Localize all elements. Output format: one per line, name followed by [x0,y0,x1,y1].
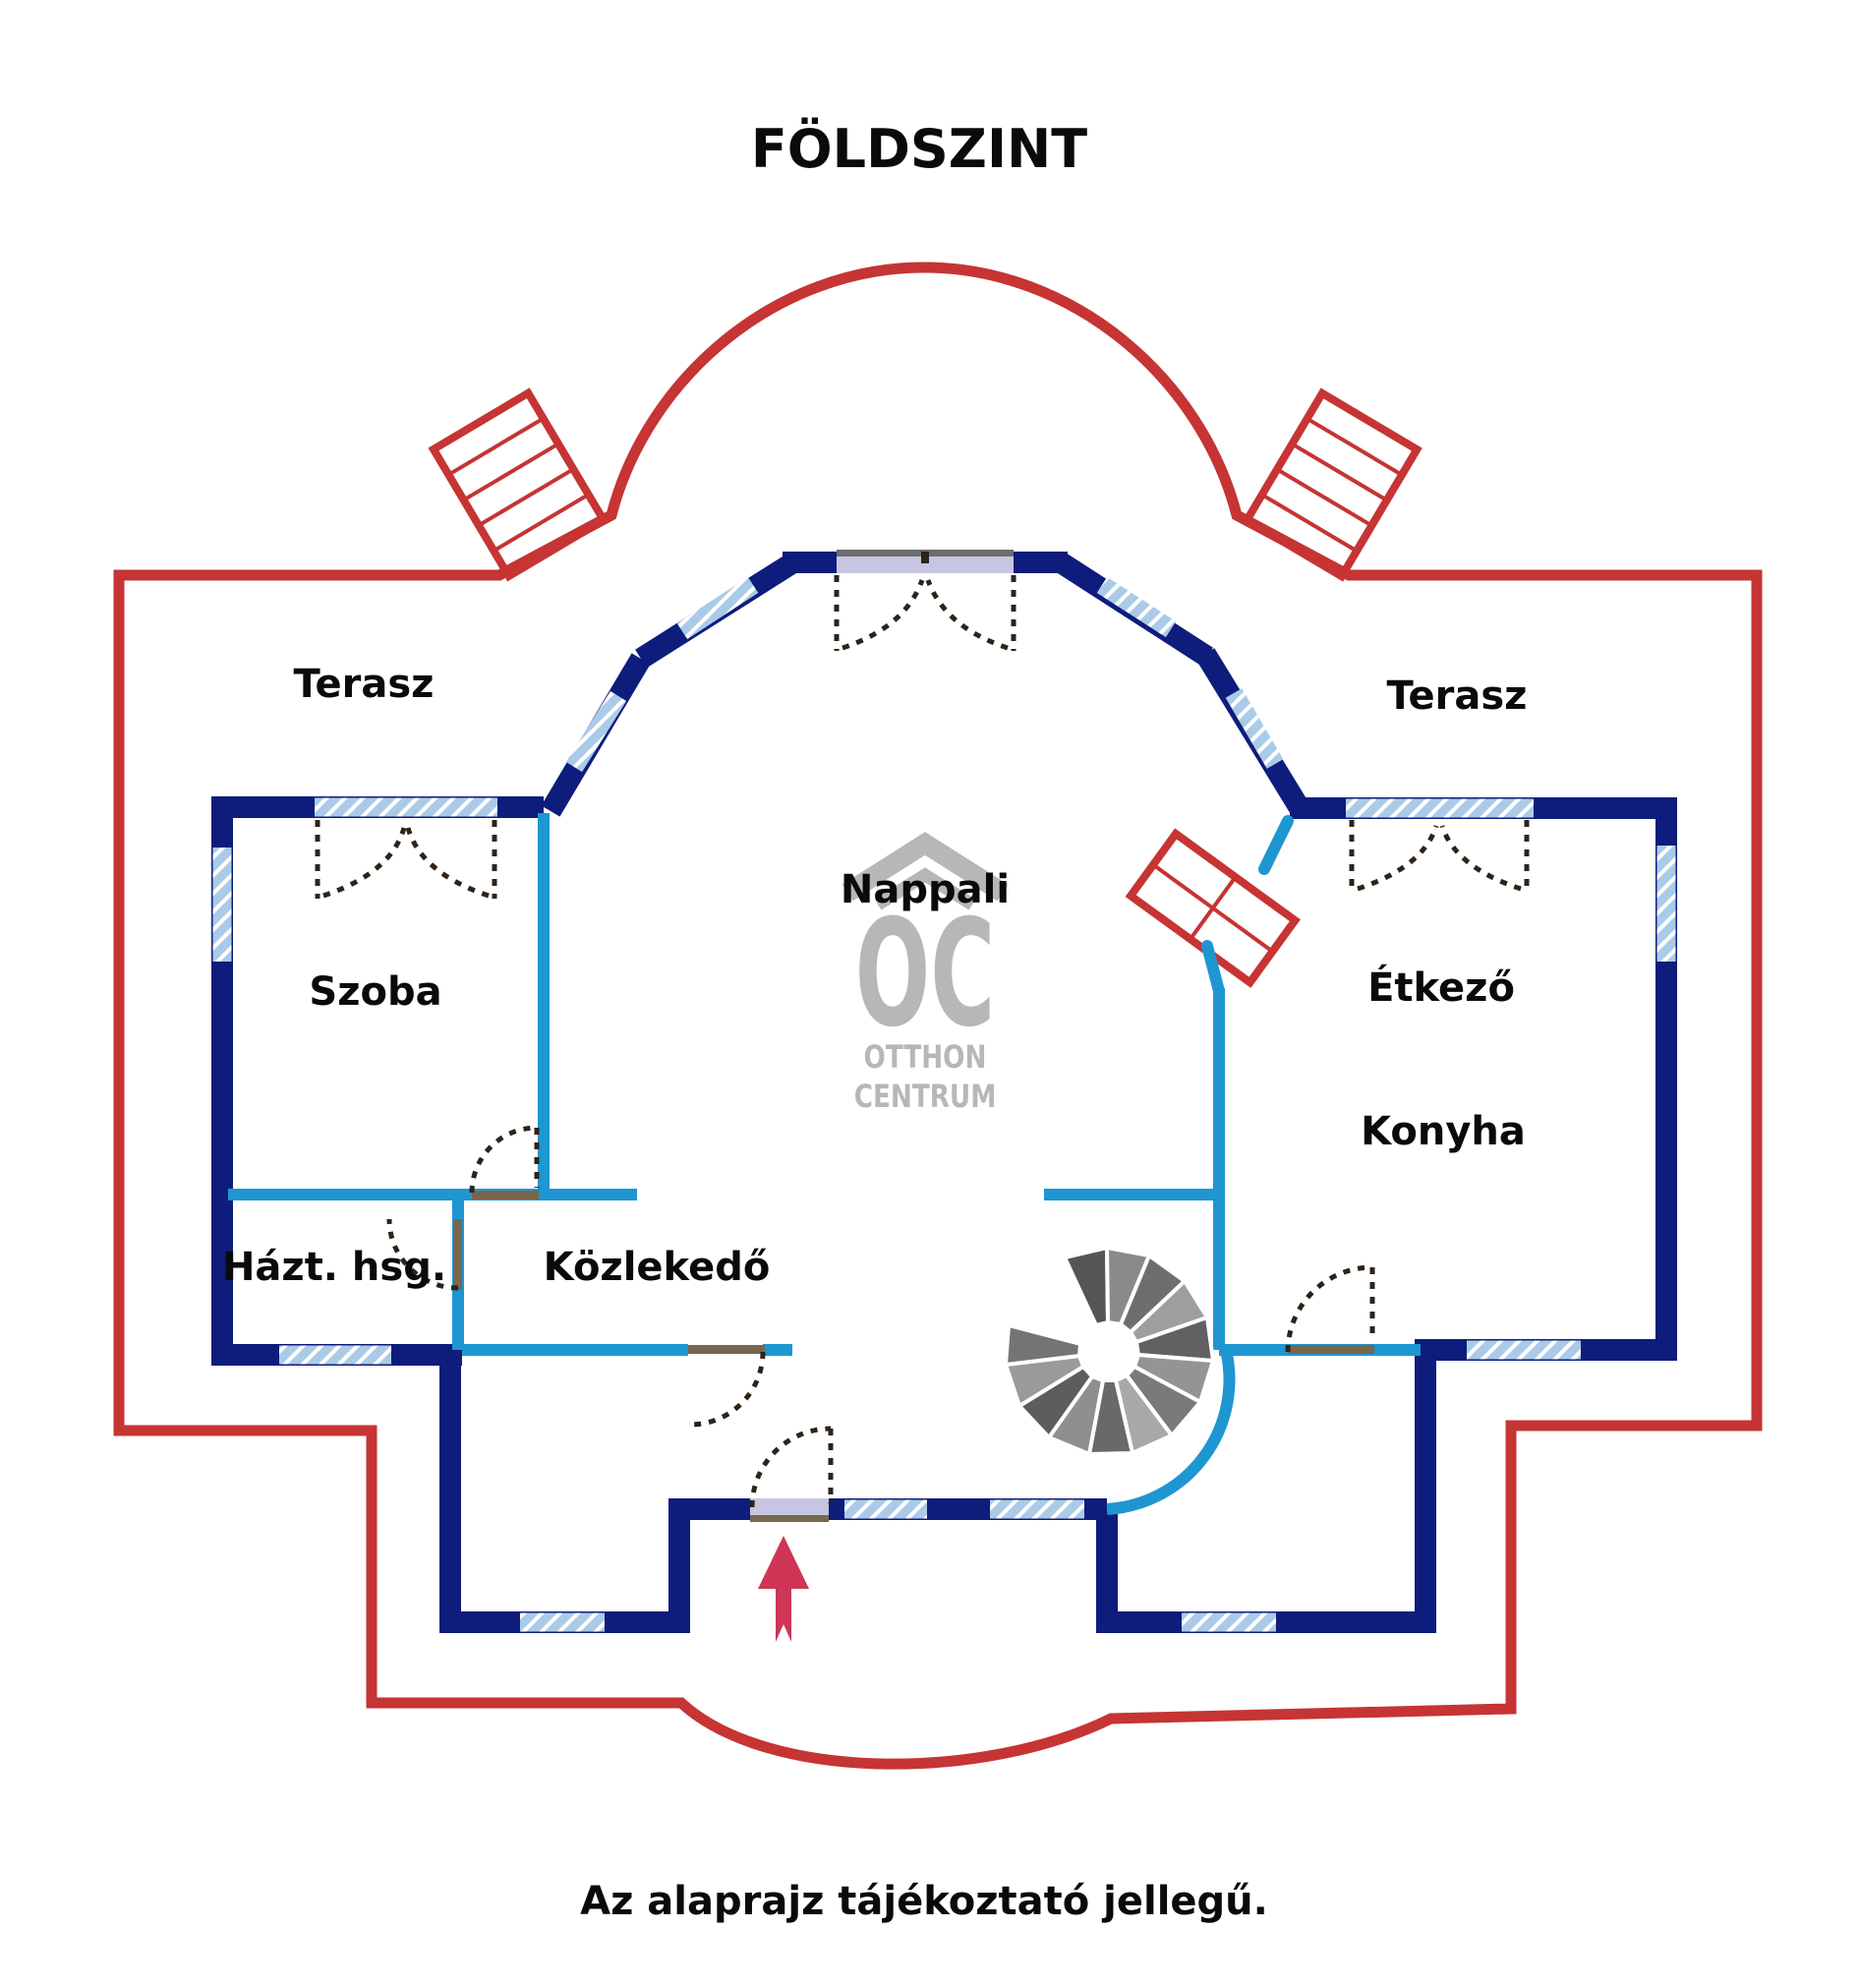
window-bay-se [1225,688,1284,769]
interior-step-stairs [1125,828,1301,988]
spiral-staircase [1003,1245,1216,1457]
partition-stair-enclosure-arc [1106,1348,1236,1515]
threshold-entrance-door [750,1498,829,1522]
partition-stub-lower [1201,940,1225,997]
terrace-outline [113,262,1763,1770]
disclaimer-text: Az alaprajz tájékoztató jellegű. [580,1879,1268,1924]
watermark-line2: CENTRUM [854,1078,997,1114]
partition-stub-upper [1258,815,1294,875]
windows [212,577,1676,1632]
watermark-line1: OTTHON [864,1038,987,1075]
watermark-roof-icon [842,832,1009,902]
threshold-szoba-door [472,1191,539,1199]
window-hatch-stripes [212,577,1676,1632]
room-label-terasz-left: Terasz [294,662,435,707]
interior-partitions [228,813,1421,1515]
door-thresholds [453,550,1374,1522]
room-label-nappali: Nappali [841,867,1010,912]
window-bay-w [676,577,759,639]
terrace-boundary [113,262,1763,1770]
watermark-roof-icon-inner [874,867,976,910]
window-bay-sw [565,690,627,773]
threshold-hall-door [688,1345,765,1354]
room-label-etkezo: Étkező [1367,964,1515,1011]
exterior-stairs-right [1241,387,1423,582]
room-label-terasz-right: Terasz [1387,673,1528,719]
room-label-szoba: Szoba [309,969,441,1015]
room-label-hazt-hsg: Házt. hsg. [222,1245,446,1290]
door-swings [315,575,1530,1508]
threshold-hazthsg-door [453,1219,462,1290]
threshold-konyha-door [1288,1345,1374,1354]
watermark-logo: OC [855,889,996,1061]
entrance-arrow [758,1536,809,1642]
room-label-kozlekedo: Közlekedő [544,1245,771,1290]
exterior-stairs-left [428,387,610,582]
watermark-otthon-centrum: OC OTTHON CENTRUM [842,832,1009,1115]
page-title: FÖLDSZINT [751,118,1087,180]
window-bay-e [1096,577,1177,637]
threshold-bay-main-door [837,550,1014,573]
room-label-konyha: Konyha [1361,1109,1526,1154]
